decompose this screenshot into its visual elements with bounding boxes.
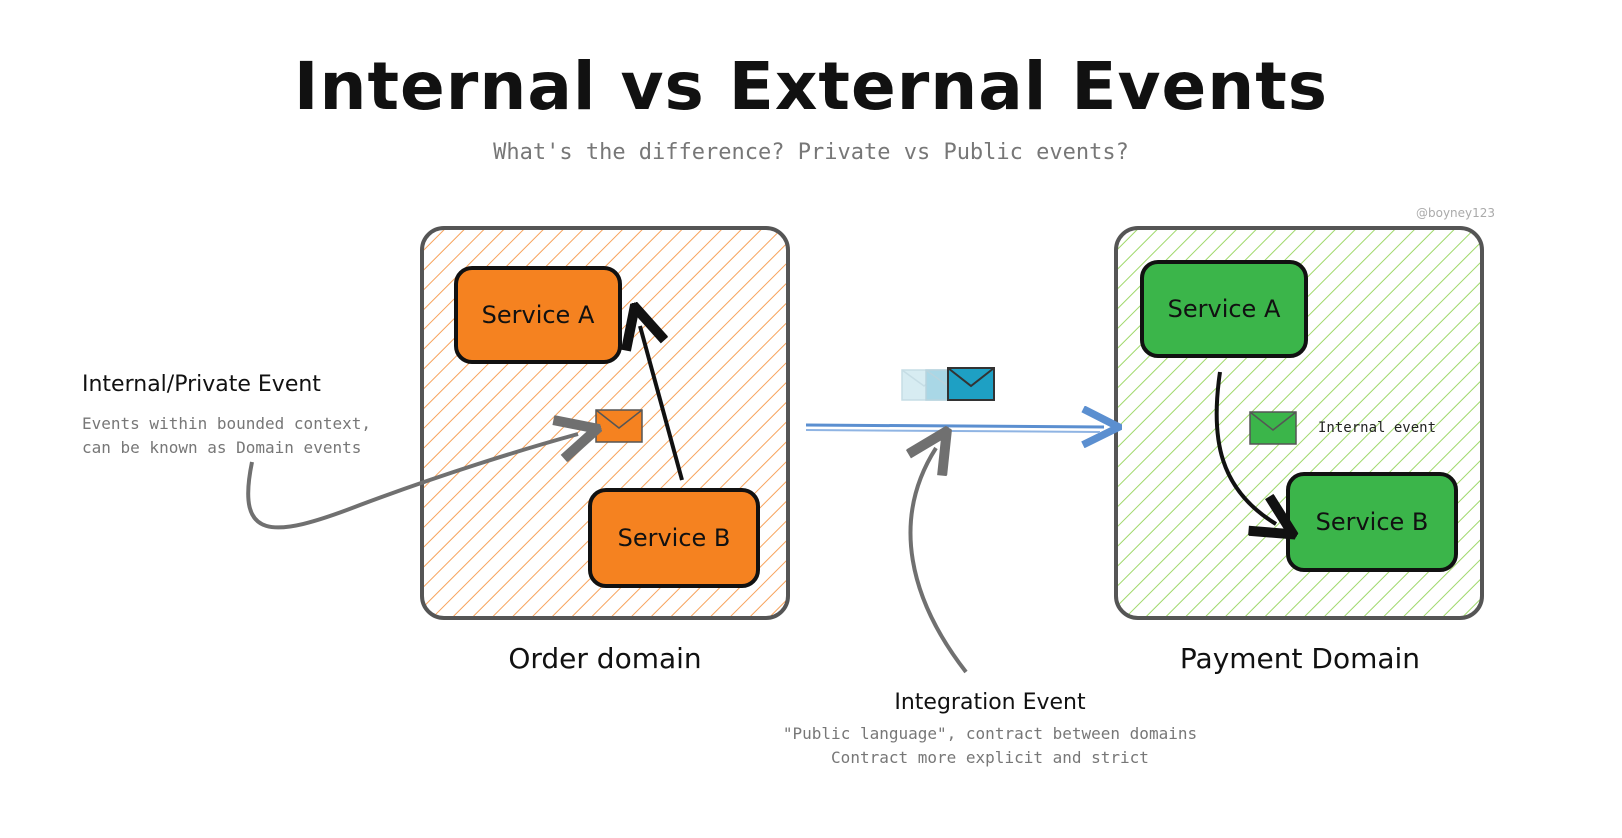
order-service-b[interactable]: Service B xyxy=(588,488,760,588)
internal-event-description: Events within bounded context, can be kn… xyxy=(82,412,442,460)
order-internal-envelope-icon xyxy=(595,409,643,443)
diagram-title: Internal vs External Events xyxy=(293,48,1329,125)
integration-event-arrow xyxy=(805,425,1104,427)
diagram-subtitle: What's the difference? Private vs Public… xyxy=(493,140,1129,165)
payment-service-a-label: Service A xyxy=(1168,295,1281,323)
order-service-a[interactable]: Service A xyxy=(454,266,622,364)
order-event-flow-arrow xyxy=(640,326,684,481)
order-domain-label: Order domain xyxy=(508,642,702,675)
internal-event-description-line-1: Events within bounded context, xyxy=(82,414,371,433)
payment-domain-label: Payment Domain xyxy=(1179,642,1421,675)
payment-internal-envelope-icon xyxy=(1249,411,1297,445)
payment-service-a[interactable]: Service A xyxy=(1140,260,1308,358)
integration-event-description-line-1: "Public language", contract between doma… xyxy=(782,724,1198,743)
integration-envelope-icon xyxy=(947,367,995,401)
integration-event-arrow-shadow xyxy=(805,429,1101,433)
order-service-b-label: Service B xyxy=(618,524,731,552)
order-service-a-label: Service A xyxy=(482,301,595,329)
payment-service-b[interactable]: Service B xyxy=(1286,472,1458,572)
internal-annotation-arrow xyxy=(246,434,578,530)
payment-service-b-label: Service B xyxy=(1316,508,1429,536)
internal-event-description-line-2: can be known as Domain events xyxy=(82,438,362,457)
integration-annotation-arrow xyxy=(911,448,968,674)
integration-event-title: Integration Event xyxy=(894,690,1086,715)
internal-event-note: Internal event xyxy=(1318,420,1436,436)
author-credit: @boyney123 xyxy=(1416,206,1496,220)
internal-event-title: Internal/Private Event xyxy=(82,372,321,397)
integration-event-description: "Public language", contract between doma… xyxy=(740,722,1240,770)
integration-event-description-line-2: Contract more explicit and strict xyxy=(831,748,1149,767)
payment-event-flow-arrow xyxy=(1214,371,1276,524)
